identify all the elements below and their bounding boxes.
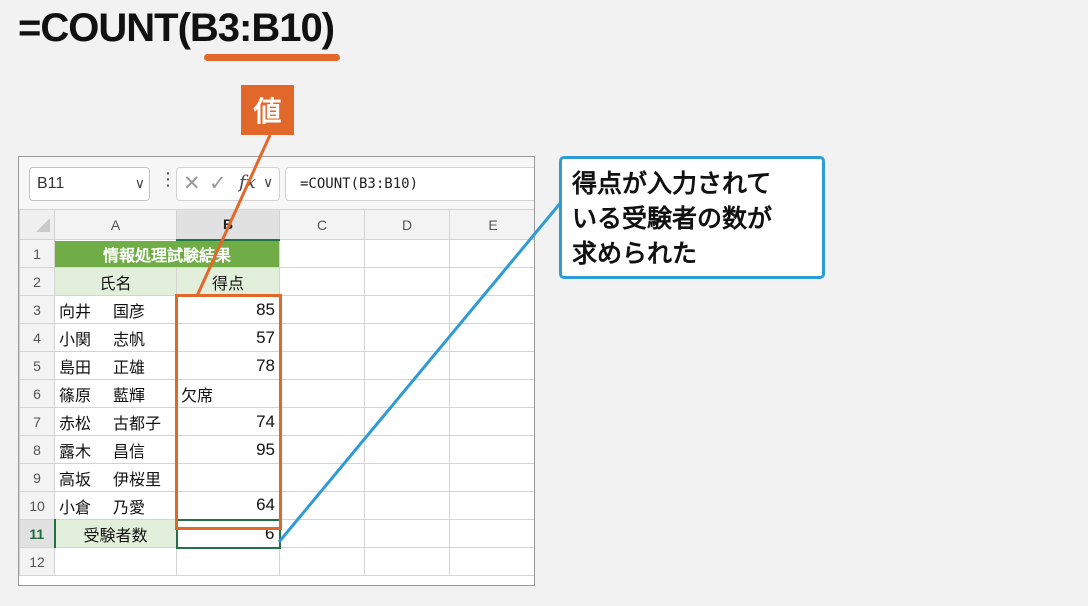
cell[interactable] [364, 491, 450, 520]
formula-bar: B11 ∨ ⋮ ✕ ✓ fx ∨ =COUNT(B3:B10) [19, 157, 534, 209]
callout-pointer-line [277, 194, 569, 543]
row-header[interactable]: 4 [19, 323, 55, 352]
score-cell[interactable]: 78 [176, 351, 280, 380]
row-header[interactable]: 7 [19, 407, 55, 436]
student-last-name: 向井 [59, 301, 92, 321]
student-last-name: 小倉 [59, 497, 92, 517]
name-box-value: B11 [37, 175, 65, 192]
confirm-icon[interactable]: ✓ [209, 171, 227, 195]
cancel-icon[interactable]: ✕ [183, 171, 201, 195]
select-all-corner[interactable] [19, 209, 55, 240]
column-header-a[interactable]: A [54, 209, 177, 240]
row-header-active[interactable]: 11 [19, 519, 56, 548]
column-header-d[interactable]: D [364, 209, 450, 240]
cell[interactable] [449, 519, 534, 548]
formula-buttons: ✕ ✓ fx ∨ [176, 167, 280, 201]
select-all-icon [36, 217, 50, 232]
callout-line-1: 得点が入力されて [572, 169, 772, 198]
row-header[interactable]: 8 [19, 435, 55, 464]
cell[interactable] [449, 407, 534, 436]
row-header[interactable]: 1 [19, 239, 55, 268]
row-header[interactable]: 2 [19, 267, 55, 296]
row-header[interactable]: 5 [19, 351, 55, 380]
header-score-cell[interactable]: 得点 [176, 267, 280, 296]
column-header-e[interactable]: E [449, 209, 534, 240]
student-last-name: 篠原 [59, 385, 92, 405]
student-last-name: 赤松 [59, 413, 92, 433]
cell[interactable] [449, 267, 534, 296]
row-header[interactable]: 12 [19, 547, 55, 576]
cell[interactable] [364, 295, 450, 324]
student-name-cell[interactable]: 小倉 乃愛 [54, 491, 177, 520]
student-first-name: 正雄 [113, 357, 146, 377]
cell[interactable] [279, 295, 365, 324]
student-first-name: 伊桜里 [113, 469, 162, 489]
callout-line-3: 求められた [572, 239, 698, 268]
header-name-cell[interactable]: 氏名 [54, 267, 177, 296]
cell[interactable] [364, 547, 450, 576]
name-box[interactable]: B11 ∨ [29, 167, 150, 201]
value-pointer-line [195, 134, 272, 297]
score-cell[interactable]: 95 [176, 435, 280, 464]
cell[interactable] [279, 323, 365, 352]
student-name-cell[interactable]: 赤松 古都子 [54, 407, 177, 436]
cell[interactable] [364, 379, 450, 408]
result-callout: 得点が入力されて いる受験者の数が 求められた [559, 156, 825, 279]
student-first-name: 国彦 [113, 301, 146, 321]
chevron-down-icon[interactable]: ∨ [263, 175, 274, 191]
student-first-name: 藍輝 [113, 385, 146, 405]
student-name-cell[interactable]: 露木 昌信 [54, 435, 177, 464]
cell[interactable] [364, 519, 450, 548]
student-name-cell[interactable]: 篠原 藍輝 [54, 379, 177, 408]
student-last-name: 島田 [59, 357, 92, 377]
cell[interactable] [449, 379, 534, 408]
student-name-cell[interactable]: 島田 正雄 [54, 351, 177, 380]
cell[interactable] [364, 351, 450, 380]
student-first-name: 昌信 [113, 441, 146, 461]
chevron-down-icon[interactable]: ∨ [134, 175, 145, 191]
table-title-cell[interactable]: 情報処理試験結果 [54, 239, 280, 268]
formula-heading: =COUNT(B3:B10) [18, 6, 335, 50]
value-label: 値 [241, 85, 294, 135]
excel-window: B11 ∨ ⋮ ✕ ✓ fx ∨ =COUNT(B3:B10) A B C D … [18, 156, 535, 586]
cell[interactable] [449, 463, 534, 492]
cell[interactable] [279, 435, 365, 464]
cell[interactable] [449, 547, 534, 576]
cell[interactable] [176, 547, 280, 576]
row-header[interactable]: 9 [19, 463, 55, 492]
active-cell-b11[interactable]: 6 [175, 518, 281, 549]
formula-argument-underline [204, 54, 340, 61]
cell[interactable] [54, 547, 177, 576]
cell[interactable] [279, 351, 365, 380]
student-first-name: 乃愛 [113, 497, 146, 517]
student-first-name: 志帆 [113, 329, 146, 349]
callout-line-2: いる受験者の数が [572, 204, 773, 233]
formula-input[interactable]: =COUNT(B3:B10) [285, 167, 534, 201]
student-first-name: 古都子 [113, 413, 162, 433]
cell[interactable] [279, 547, 365, 576]
cell[interactable] [279, 379, 365, 408]
student-name-cell[interactable]: 高坂 伊桜里 [54, 463, 177, 492]
student-last-name: 露木 [59, 441, 92, 461]
student-last-name: 高坂 [59, 469, 92, 489]
more-options-icon[interactable]: ⋮ [159, 169, 177, 190]
student-last-name: 小関 [59, 329, 92, 349]
